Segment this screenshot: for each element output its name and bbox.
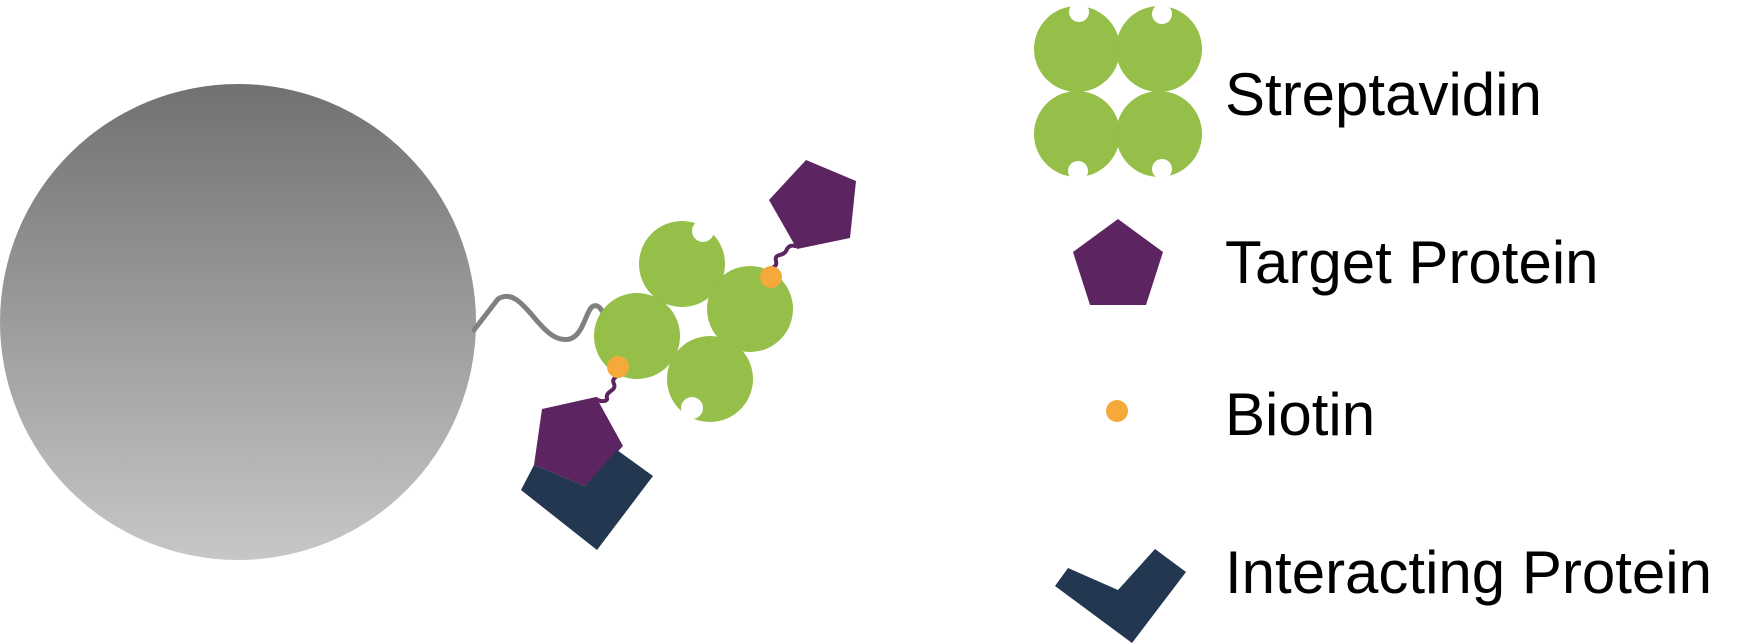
streptavidin-subunit (1116, 91, 1202, 177)
binding-pocket (1068, 161, 1088, 181)
streptavidin-subunit (667, 336, 753, 422)
binding-pocket (1152, 159, 1172, 179)
streptavidin-tetramer (594, 220, 793, 422)
binding-pocket (692, 220, 714, 242)
bead (0, 84, 476, 560)
target-protein-shape (769, 160, 856, 249)
biotin-legend-icon (1106, 400, 1128, 422)
biotin-dot (607, 356, 629, 378)
binding-pocket (1069, 2, 1089, 22)
streptavidin-subunit (1034, 91, 1120, 177)
binding-pocket (681, 397, 703, 419)
streptavidin-subunit (594, 293, 680, 379)
interacting-protein-shape (521, 450, 653, 550)
biotin-dot (760, 266, 782, 288)
target-protein-shape (534, 397, 623, 486)
interacting-protein-legend-icon (1055, 549, 1186, 643)
streptavidin-subunit (1034, 6, 1120, 92)
interacting-protein-label: Interacting Protein (1225, 539, 1712, 606)
bead-linker (471, 293, 615, 343)
streptavidin-subunit (639, 221, 725, 307)
streptavidin-label: Streptavidin (1225, 61, 1542, 128)
biotin-label: Biotin (1225, 381, 1375, 448)
binding-pocket (1152, 4, 1172, 24)
streptavidin-legend-icon (1034, 2, 1202, 181)
target-protein-legend-icon (1073, 219, 1163, 305)
streptavidin-subunit (1116, 6, 1202, 92)
target-protein-label: Target Protein (1225, 229, 1599, 296)
